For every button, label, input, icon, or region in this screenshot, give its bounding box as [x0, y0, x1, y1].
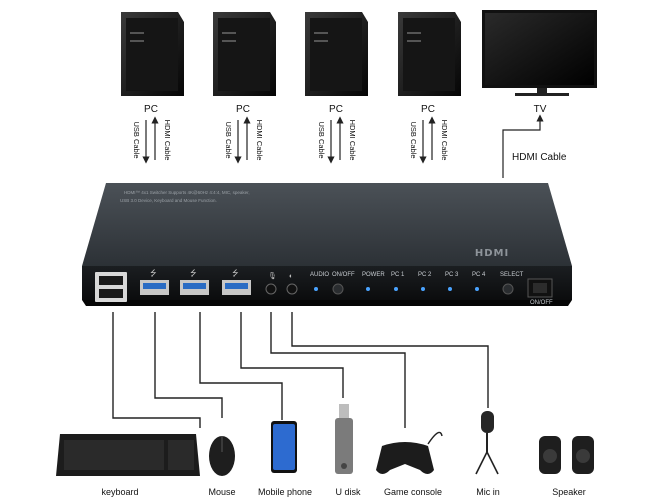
- usb3-port-3: [222, 280, 251, 295]
- speaker-cable-line: [291, 312, 489, 408]
- microphone-device: [475, 411, 499, 475]
- udisk-cable-line: [240, 312, 344, 398]
- usb-cable-label-2: USB Cable: [224, 121, 233, 158]
- tv-monitor: [482, 10, 597, 96]
- usb-double-port: [95, 272, 127, 302]
- usb3-port-2: [180, 280, 209, 295]
- usb-icon-1: ⭍: [150, 269, 157, 278]
- label-audio: AUDIO: [310, 272, 329, 278]
- label-pc1: PC 1: [391, 272, 405, 278]
- speaker-jack: [286, 283, 298, 295]
- hdmi-out-arrow: [502, 114, 544, 178]
- pc3-led: [448, 287, 452, 291]
- label-pc2: PC 2: [418, 272, 432, 278]
- label-select: SELECT: [500, 272, 524, 278]
- usb-cable-label-4: USB Cable: [409, 121, 418, 158]
- power-switch-rocker: [533, 283, 547, 293]
- label-pc4: PC 4: [472, 272, 486, 278]
- cable-arrows-pc2: [234, 116, 251, 164]
- u-disk-label: U disk: [335, 487, 361, 497]
- pc-tower-2: [213, 12, 276, 96]
- pc-tower-1: [121, 12, 184, 96]
- mic-cable-line: [270, 312, 406, 428]
- pc1-led: [394, 287, 398, 291]
- cable-arrows-pc1: [142, 116, 159, 164]
- label-onoff: ON/OFF: [332, 272, 355, 278]
- game-console-device: [376, 431, 443, 474]
- phone-cable-line: [199, 312, 283, 420]
- keyboard-label: keyboard: [101, 487, 138, 497]
- device-description-line2: USB 3.0 Device, Keyboard and Mouse Funct…: [120, 198, 217, 203]
- speaker-label: Speaker: [552, 487, 586, 497]
- hdmi-logo: HDMI: [475, 248, 509, 259]
- audio-led: [314, 287, 318, 291]
- pc-label-1: PC: [144, 104, 158, 115]
- headphone-icon: ◐: [289, 273, 293, 280]
- usb-icon-3: ⭍: [232, 269, 239, 278]
- mic-jack: [265, 283, 277, 295]
- u-disk-device: [335, 404, 353, 474]
- mobile-phone-device: [271, 421, 297, 473]
- hdmi-cable-label-3: HDMI Cable: [348, 120, 357, 161]
- hdmi-out-label: HDMI Cable: [512, 152, 567, 163]
- pc2-led: [421, 287, 425, 291]
- cable-arrows-pc4: [419, 116, 436, 164]
- usb-cable-label-3: USB Cable: [317, 121, 326, 158]
- usb3-port-1: [140, 280, 169, 295]
- pc-label-2: PC: [236, 104, 250, 115]
- mouse-cable-line: [154, 312, 223, 418]
- keyboard-device: [56, 434, 200, 476]
- mouse-device: [209, 436, 235, 476]
- pc-label-3: PC: [329, 104, 343, 115]
- usb-cable-label-1: USB Cable: [132, 121, 141, 158]
- game-console-label: Game console: [384, 487, 442, 497]
- pc4-led: [475, 287, 479, 291]
- hdmi-cable-label-2: HDMI Cable: [255, 120, 264, 161]
- label-power: POWER: [362, 272, 385, 278]
- hdmi-cable-label-4: HDMI Cable: [440, 120, 449, 161]
- label-pc3: PC 3: [445, 272, 459, 278]
- audio-onoff-button[interactable]: [332, 283, 344, 295]
- peripheral-connections: [112, 312, 489, 428]
- cable-arrows-pc3: [327, 116, 344, 164]
- device-description-line1: HDMI™ 4x1 Switcher Supports 4K@60Hz 4:4:…: [124, 190, 250, 195]
- keyboard-cable-line: [112, 312, 201, 428]
- mouse-label: Mouse: [208, 487, 235, 497]
- speaker-device: [539, 436, 594, 474]
- pc-label-4: PC: [421, 104, 435, 115]
- label-switch-onoff: ON/OFF: [530, 300, 553, 306]
- usb-icon-2: ⭍: [190, 269, 197, 278]
- pc-tower-3: [305, 12, 368, 96]
- mic-icon: 🎙: [268, 272, 277, 280]
- select-button[interactable]: [502, 283, 514, 295]
- power-led: [366, 287, 370, 291]
- mobile-phone-label: Mobile phone: [258, 487, 312, 497]
- mic-in-label: Mic in: [476, 487, 500, 497]
- tv-label: TV: [534, 104, 547, 115]
- hdmi-cable-label-1: HDMI Cable: [163, 120, 172, 161]
- pc-tower-4: [398, 12, 461, 96]
